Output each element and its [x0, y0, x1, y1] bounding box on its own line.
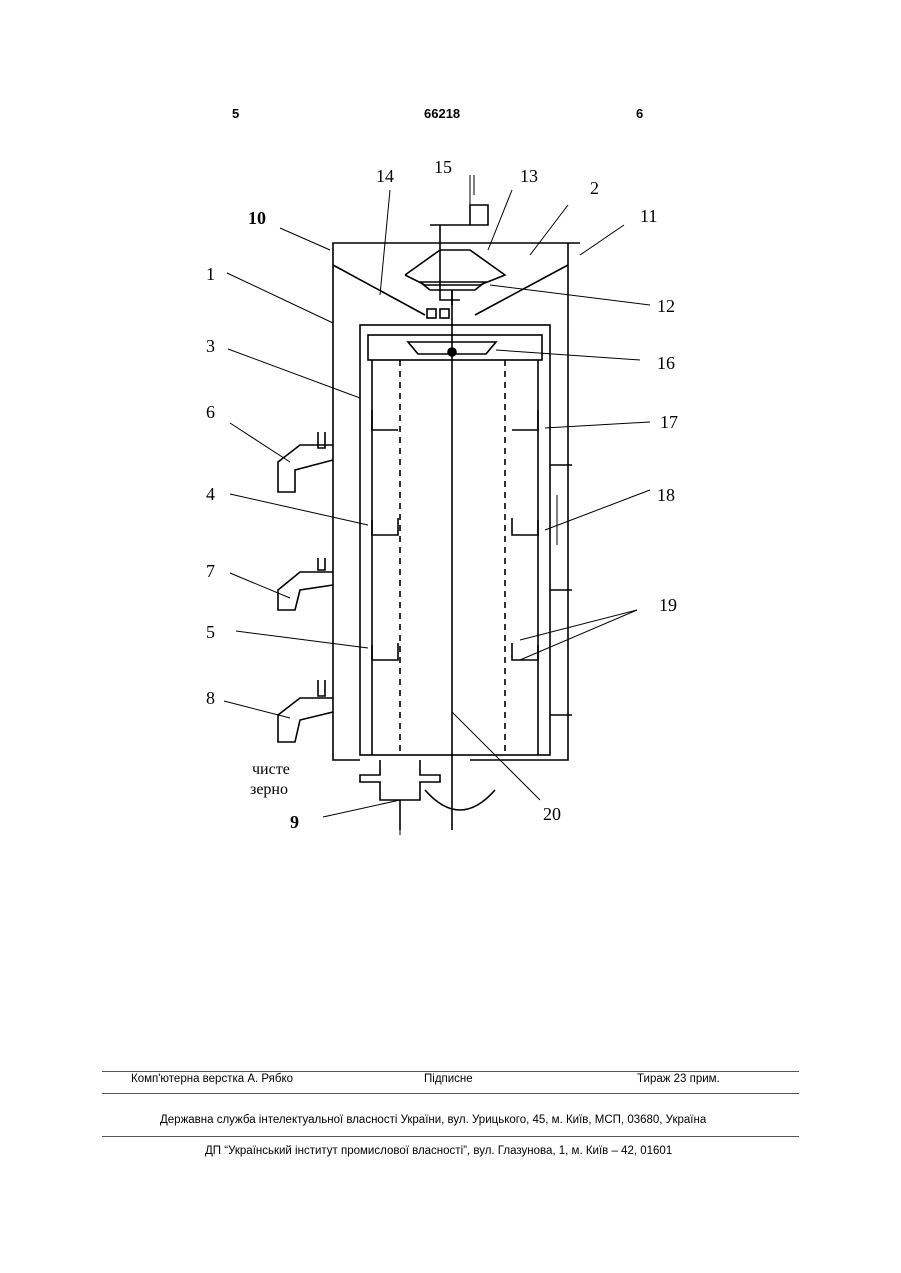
label-9: 9	[290, 812, 299, 832]
label-19: 19	[659, 595, 677, 615]
label-1: 1	[206, 264, 215, 284]
label-11: 11	[640, 206, 657, 226]
layout-credit: Комп'ютерна верстка А. Рябко	[131, 1073, 293, 1085]
circulation: Тираж 23 прим.	[637, 1073, 720, 1085]
institute-address: ДП “Український інститут промислової вла…	[205, 1145, 672, 1157]
label-12: 12	[657, 296, 675, 316]
label-13: 13	[520, 166, 538, 186]
label-15: 15	[434, 157, 452, 177]
label-17: 17	[660, 412, 678, 432]
label-3: 3	[206, 336, 215, 356]
label-6: 6	[206, 402, 215, 422]
label-20: 20	[543, 804, 561, 824]
label-5: 5	[206, 622, 215, 642]
label-18: 18	[657, 485, 675, 505]
label-14: 14	[376, 166, 394, 186]
signed-label: Підписне	[424, 1073, 473, 1085]
label-7: 7	[206, 561, 215, 581]
outlet-text-line1: чисте	[252, 761, 290, 778]
label-10: 10	[248, 208, 266, 228]
label-4: 4	[206, 484, 215, 504]
footer-rule-middle	[102, 1093, 799, 1094]
outlet-text-line2: зерно	[250, 781, 288, 798]
label-16: 16	[657, 353, 675, 373]
agency-address: Державна служба інтелектуальної власност…	[160, 1114, 706, 1126]
label-2: 2	[590, 178, 599, 198]
label-8: 8	[206, 688, 215, 708]
footer-rule-top	[102, 1071, 799, 1072]
footer-rule-bottom	[102, 1136, 799, 1137]
drawing-body	[224, 175, 650, 835]
